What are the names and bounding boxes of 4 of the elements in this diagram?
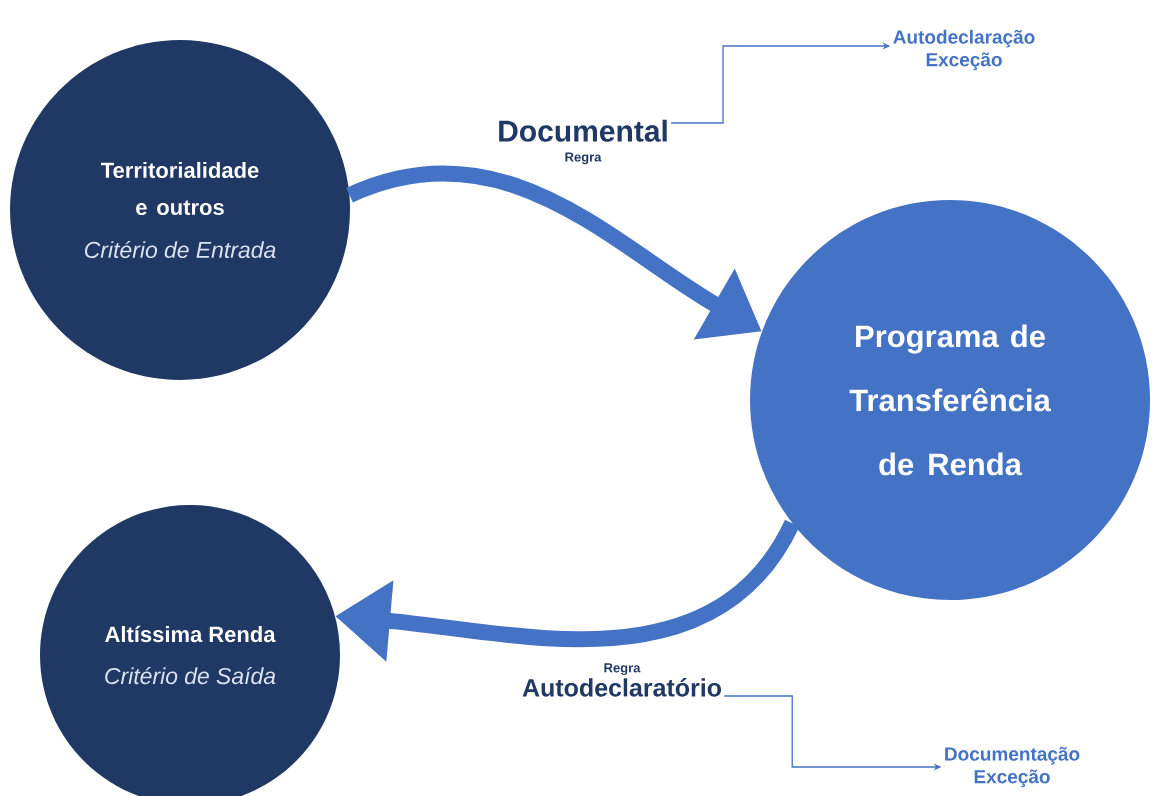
rule-label: Documental Regra (499, 119, 667, 165)
exception-label: Autodeclaração Exceção (893, 29, 1035, 71)
exception-label: Documentação Exceção (945, 746, 1080, 788)
rule-label: Regra Autodeclaratório (522, 663, 722, 697)
